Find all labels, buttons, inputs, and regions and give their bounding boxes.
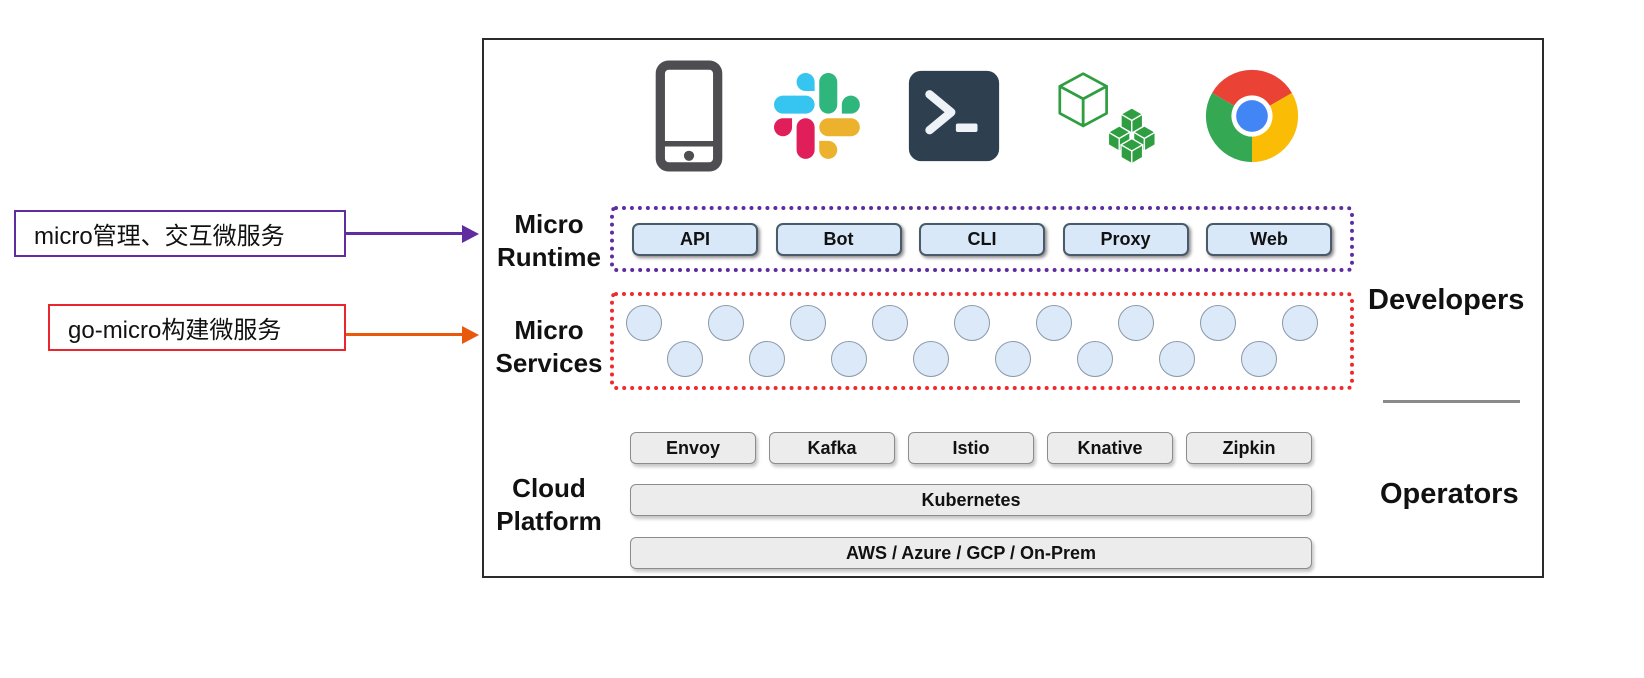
tool-kafka: Kafka: [769, 432, 895, 464]
runtime-arrow-shaft: [346, 232, 464, 235]
runtime-annotation-box: micro管理、交互微服务: [14, 210, 346, 257]
service-circle: [831, 341, 867, 377]
runtime-chip-api: API: [632, 222, 758, 256]
services-annotation-label: go-micro构建微服务: [68, 317, 282, 344]
services-layer-label: Micro Services: [495, 315, 603, 378]
services-arrow-shaft: [346, 333, 464, 336]
operators-label: Operators: [1380, 478, 1519, 510]
service-circle: [749, 341, 785, 377]
developers-label: Developers: [1368, 284, 1525, 316]
cloud-layer-label: Cloud Platform: [496, 473, 602, 536]
tool-envoy: Envoy: [630, 432, 756, 464]
service-circle: [790, 305, 826, 341]
service-circle: [1118, 305, 1154, 341]
tool-istio: Istio: [908, 432, 1034, 464]
service-circle: [1159, 341, 1195, 377]
services-arrow-head: [462, 326, 479, 344]
containers-icon: [1049, 66, 1157, 166]
cloud-tools-row: Envoy Kafka Istio Knative Zipkin: [630, 432, 1312, 464]
runtime-chip-web: Web: [1206, 222, 1332, 256]
services-layer-box: [610, 292, 1354, 390]
runtime-chip-cli: CLI: [919, 222, 1045, 256]
terminal-icon: [907, 69, 1001, 163]
service-circle: [667, 341, 703, 377]
service-circle: [995, 341, 1031, 377]
service-circle: [1241, 341, 1277, 377]
architecture-box: Micro Runtime API Bot CLI Proxy Web Micr…: [482, 38, 1544, 578]
service-circle: [708, 305, 744, 341]
infrastructure-bar: AWS / Azure / GCP / On-Prem: [630, 537, 1312, 569]
service-circle: [913, 341, 949, 377]
service-circle: [872, 305, 908, 341]
runtime-layer-label: Micro Runtime: [497, 209, 601, 272]
runtime-chip-proxy: Proxy: [1062, 222, 1189, 256]
tool-zipkin: Zipkin: [1186, 432, 1312, 464]
client-icons-row: [652, 50, 1300, 182]
runtime-annotation-label: micro管理、交互微服务: [34, 223, 285, 250]
mobile-icon: [652, 59, 726, 173]
runtime-arrow-head: [462, 225, 479, 243]
tool-knative: Knative: [1047, 432, 1173, 464]
kubernetes-bar: Kubernetes: [630, 484, 1312, 516]
chrome-icon: [1204, 68, 1300, 164]
service-circle: [1036, 305, 1072, 341]
service-circle: [954, 305, 990, 341]
service-circle: [1200, 305, 1236, 341]
roles-divider: [1383, 400, 1520, 403]
slack-icon: [773, 73, 860, 159]
runtime-chip-bot: Bot: [775, 222, 902, 256]
service-circle: [1077, 341, 1113, 377]
services-annotation-box: go-micro构建微服务: [48, 304, 346, 351]
runtime-layer-box: API Bot CLI Proxy Web: [610, 206, 1354, 272]
service-circle: [1282, 305, 1318, 341]
service-circle: [626, 305, 662, 341]
